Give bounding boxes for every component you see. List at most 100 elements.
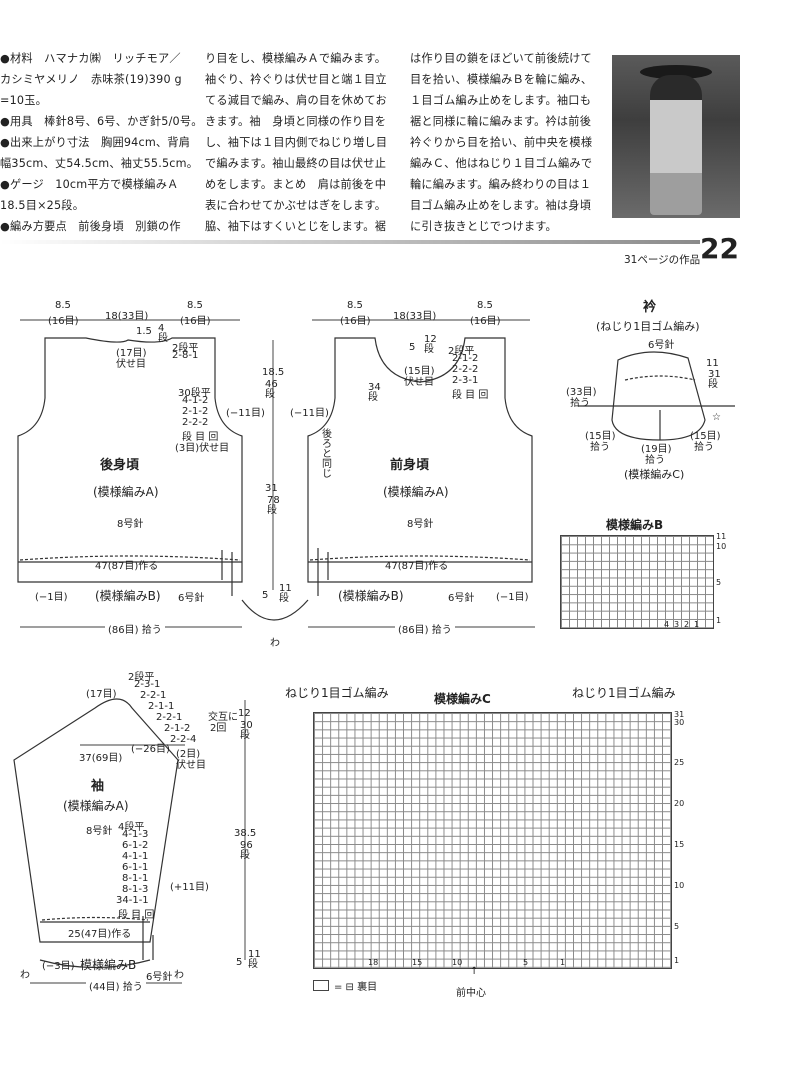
text-line: 袖ぐり、衿ぐりは伏せ目と端１目立	[205, 73, 387, 86]
sleeve-h3-rows: 11段	[248, 949, 261, 970]
center-ring: わ	[270, 638, 280, 649]
front-neck-dec1: 2段平	[448, 346, 475, 357]
text-line: 輪に編みます。編み終わりの目は１	[410, 178, 592, 191]
back-dim-top-right-sub: (16目)	[180, 316, 211, 327]
text-line: 目を拾い、模様編みＢを輪に編み、	[410, 73, 593, 86]
front-neck-rows: 12段	[424, 334, 437, 355]
chart-b-title: 模様編みB	[606, 518, 664, 532]
sleeve-cap8: (2目)	[176, 749, 201, 760]
text-line: に引き抜きとじでつけます。	[410, 220, 557, 233]
text-line: ●用具 棒針8号、6号、かぎ針5/0号。	[0, 115, 203, 128]
text-line: 表に合わせてかぶせはぎをします。	[205, 199, 387, 212]
center-h2: 31	[265, 483, 278, 494]
back-neck-dec2: 2-8-1	[172, 350, 199, 361]
text-line: ●編み方要点 前後身頃 別鎖の作	[0, 220, 181, 233]
text-line: ●材料 ハマナカ㈱ リッチモア／	[0, 52, 181, 65]
sleeve-alt: 交互に	[208, 712, 238, 723]
chart-b-col-label: 3	[674, 620, 680, 629]
chart-c-mid-label: 模様編みC	[434, 692, 491, 706]
chart-c-right-label: ねじり1目ゴム編み	[572, 686, 676, 700]
chart-b-row-label: 11	[716, 532, 727, 541]
sleeve-inc5: 6-1-1	[122, 862, 149, 873]
chart-c-col-label: 18	[368, 958, 379, 967]
collar-left-pick: (33目)	[566, 387, 597, 398]
collar-h: 11	[706, 358, 719, 369]
back-neck-rows: 4段	[158, 323, 168, 344]
hat-shape	[640, 65, 712, 79]
sleeve-inc1: 4段平	[118, 822, 145, 833]
sleeve-band-needle: 6号針	[146, 972, 173, 983]
text-line: 脇、袖下はすくいとじをします。裾	[205, 220, 387, 233]
text-line: ●出来上がり寸法 胸囲94cm、背肩	[0, 136, 191, 149]
sleeve-inc9: 段 目 回	[118, 910, 155, 921]
chart-c-row-label: 31	[674, 710, 685, 719]
text-line: きます。袖 身頃と同様の作り目を	[205, 115, 387, 128]
sleeve-cap6: 2-1-2	[164, 723, 191, 734]
collar-pick-l2: 拾う	[590, 442, 610, 453]
text-line: り目をし、模様編みＡで編みます。	[205, 52, 387, 65]
sleeve-cap4: 2-1-1	[148, 701, 175, 712]
front-title: 前身頃	[390, 458, 430, 473]
center-arrow-icon: ↑	[470, 966, 479, 977]
center-h2-rows: 78段	[267, 495, 280, 516]
sleeve-cap9: 伏せ目	[176, 760, 206, 771]
chart-c-legend: = ⊟ 裏目	[334, 982, 378, 993]
back-arm5: 段 目 回	[182, 432, 219, 443]
chart-c-col-label: 5	[523, 958, 529, 967]
front-band-dec: (−1目)	[496, 592, 529, 603]
sleeve-cap5: 2-2-1	[156, 712, 183, 723]
back-arm3: 2-1-2	[182, 406, 209, 417]
text-line: は作り目の鎖をほどいて前後続けて	[410, 52, 592, 65]
sleeve-h3: 5	[236, 957, 243, 968]
front-pattern: (模様編みA)	[383, 485, 449, 499]
text-line: =10玉。	[0, 94, 47, 107]
center-h1-rows: 46段	[265, 379, 278, 400]
sleeve-h1-rows: 30段	[240, 720, 253, 741]
back-band-needle: 6号針	[178, 593, 205, 604]
front-neck-dec2: 2-1-2	[452, 353, 479, 364]
text-line: 目ゴム編み止めをします。袖は身頃	[410, 199, 592, 212]
page-reference: 31ページの作品	[624, 254, 701, 266]
chart-c-row-label: 15	[674, 840, 685, 849]
chart-c-row-label: 20	[674, 799, 685, 808]
instructions-column-3: は作り目の鎖をほどいて前後続けて 目を拾い、模様編みＢを輪に編み、 １目ゴム編み…	[410, 48, 605, 237]
chart-b-grid	[560, 535, 714, 629]
back-arm1: 30段平	[178, 388, 211, 399]
back-neck-bind2: 伏せ目	[116, 359, 146, 370]
collar-sub: (ねじり1目ゴム編み)	[596, 320, 700, 333]
collar-left-pick2: 拾う	[570, 398, 590, 409]
chart-c-col-label: 15	[412, 958, 423, 967]
front-dim-top-right: 8.5	[477, 300, 493, 311]
sleeve-inc2: 4-1-3	[122, 829, 149, 840]
back-dim-top-mid: 18(33目)	[105, 311, 149, 322]
collar-pattern: (模様編みC)	[624, 468, 685, 481]
collar-pick-mid: (19目)	[641, 444, 672, 455]
chart-c-col-label: 1	[560, 958, 566, 967]
sleeve-cap1: 2段平	[128, 672, 155, 683]
chart-c-left-label: ねじり1目ゴム編み	[285, 686, 389, 700]
sleeve-pattern: (模様編みA)	[63, 799, 129, 813]
text-line: てる減目で編み、肩の目を休めてお	[205, 94, 387, 107]
model-figure	[650, 75, 702, 215]
back-title: 後身頃	[100, 458, 140, 473]
text-line: 18.5目×25段。	[0, 199, 85, 212]
sleeve-ring2: わ	[174, 970, 184, 981]
front-pickup: (86目) 拾う	[395, 621, 455, 636]
text-line: カシミヤメリノ 赤味茶(19)390 g	[0, 73, 182, 86]
front-neck-dec5: 段 目 回	[452, 390, 489, 401]
sleeve-cap3: 2-2-1	[140, 690, 167, 701]
back-arm-dec: (−11目)	[226, 408, 265, 419]
sleeve-band: 模様編みB	[80, 958, 137, 972]
front-neck-dec3: 2-2-2	[452, 364, 479, 375]
center-h1: 18.5	[262, 367, 285, 378]
front-cast-on: 47(87目)作る	[385, 561, 449, 572]
sleeve-h2: 38.5	[234, 828, 257, 839]
back-arm4: 2-2-2	[182, 417, 209, 428]
sleeve-title: 袖	[91, 779, 105, 794]
chart-c-center: 前中心	[456, 988, 486, 999]
back-neck-depth: 1.5	[136, 326, 152, 337]
sleeve-inc4: 4-1-1	[122, 851, 149, 862]
chart-c-row-label: 5	[674, 922, 680, 931]
sleeve-h2-rows: 96段	[240, 840, 253, 861]
chart-c-row-label: 1	[674, 956, 680, 965]
